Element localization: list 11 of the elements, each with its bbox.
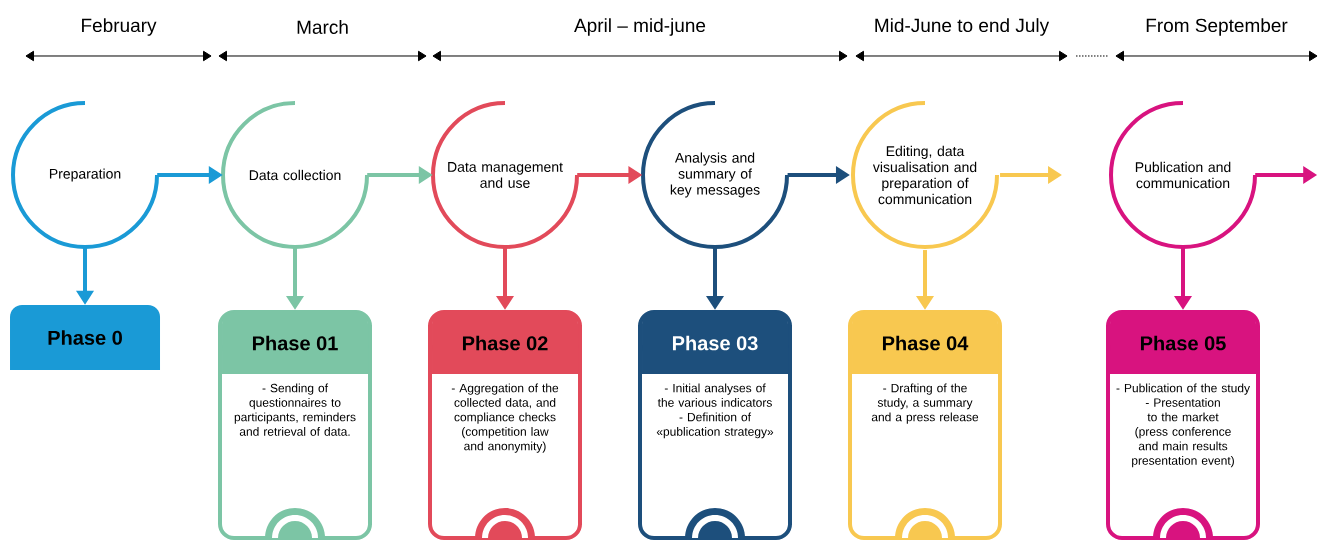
phase-tab: Phase 0 (10, 305, 160, 370)
phase-card: Phase 04 - Drafting of the study, a summary and a press release (848, 310, 1002, 540)
month-label: From September (1146, 18, 1288, 36)
month-label: March (297, 20, 348, 34)
phase-card: Phase 03 - Initial analyses of the various indicators - Definition of «publication strategy» (638, 310, 792, 540)
phase-card: Phase 02 - Aggregation of the collected data, and compliance checks (competition law and anonymity) (428, 310, 582, 540)
month-label: Mid-June to end July (875, 18, 1050, 36)
month-label: April – mid-june (574, 18, 706, 36)
phase-card: Phase 01 - Sending of questionnaires to participants, reminders and retrieval of data. (218, 310, 372, 540)
month-label: February (82, 18, 157, 36)
phase-card: Phase 05 - Publication of the study - Presentation to the market (press conference and main results presentation event) (1106, 310, 1260, 540)
